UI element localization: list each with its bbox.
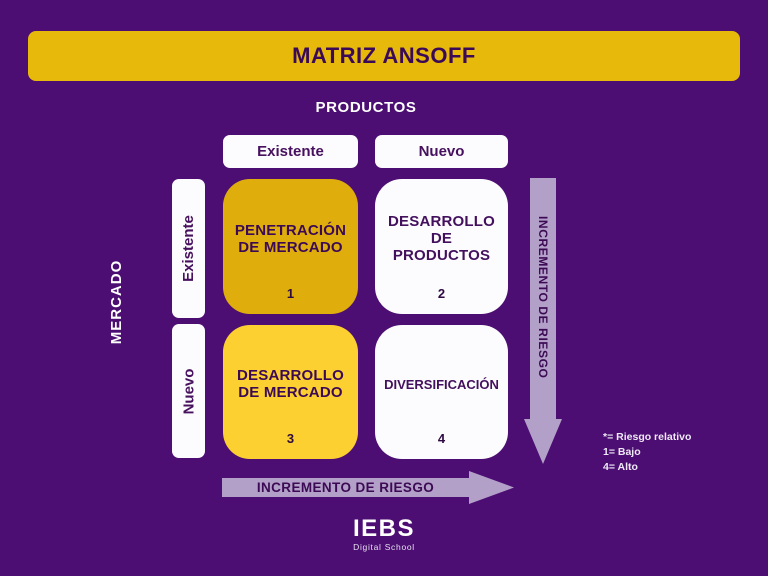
horizontal-arrow-label: INCREMENTO DE RIESGO	[256, 480, 435, 495]
right-arrow-icon	[222, 471, 514, 504]
quadrant-number: 2	[437, 286, 446, 301]
legend-line-low: 1= Bajo	[603, 446, 641, 458]
quadrant-penetracion-de-mercado: PENETRACIÓN DE MERCADO 1	[223, 179, 358, 314]
quadrant-number: 3	[286, 431, 295, 446]
row-header-label: Existente	[180, 215, 198, 282]
page-title: MATRIZ ANSOFF	[292, 43, 476, 68]
quadrant-desarrollo-de-productos: DESARROLLO DE PRODUCTOS 2	[375, 179, 508, 314]
quadrant-desarrollo-de-mercado: DESARROLLO DE MERCADO 3	[223, 325, 358, 459]
legend-line-risk: *= Riesgo relativo	[603, 431, 692, 443]
vertical-arrow-label: INCREMENTO DE RIESGO	[536, 215, 550, 379]
columns-axis-title: PRODUCTOS	[315, 99, 417, 116]
row-header-nuevo: Nuevo	[172, 324, 205, 458]
logo-subtitle: Digital School	[353, 542, 415, 552]
iebs-logo: IEBS Digital School	[0, 515, 768, 553]
legend-line-high: 4= Alto	[603, 461, 638, 473]
down-arrow-icon	[524, 178, 562, 464]
rows-axis-title: MERCADO	[108, 259, 125, 345]
quadrant-title: DESARROLLO DE PRODUCTOS	[388, 213, 495, 264]
column-header-label: Nuevo	[418, 143, 465, 160]
quadrant-title: DIVERSIFICACIÓN	[384, 376, 499, 392]
column-header-nuevo: Nuevo	[375, 135, 508, 168]
quadrant-title: DESARROLLO DE MERCADO	[237, 367, 344, 401]
column-header-label: Existente	[257, 143, 324, 160]
column-header-existente: Existente	[223, 135, 358, 168]
quadrant-number: 1	[286, 286, 295, 301]
row-header-existente: Existente	[172, 179, 205, 318]
logo-wordmark: IEBS	[352, 515, 415, 542]
row-header-label: Nuevo	[180, 368, 197, 414]
quadrant-diversificacion: DIVERSIFICACIÓN 4	[375, 325, 508, 459]
quadrant-number: 4	[437, 431, 446, 446]
risk-increase-arrow-horizontal: INCREMENTO DE RIESGO	[222, 471, 514, 504]
quadrant-title: PENETRACIÓN DE MERCADO	[234, 221, 347, 256]
risk-legend: *= Riesgo relativo 1= Bajo 4= Alto	[603, 430, 691, 475]
risk-increase-arrow-vertical: INCREMENTO DE RIESGO	[524, 178, 562, 464]
title-bar: MATRIZ ANSOFF	[28, 31, 740, 81]
